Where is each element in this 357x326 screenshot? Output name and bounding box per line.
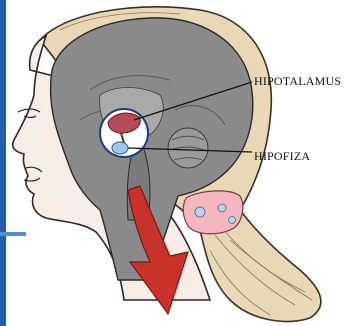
pituitary-label: HIPOFIZA: [254, 149, 310, 164]
cerebellum: [168, 128, 208, 168]
pituitary-gland: [112, 142, 128, 154]
hair-tie: [183, 191, 243, 234]
hypothalamus-label: HIPOTALAMUS: [254, 74, 341, 89]
